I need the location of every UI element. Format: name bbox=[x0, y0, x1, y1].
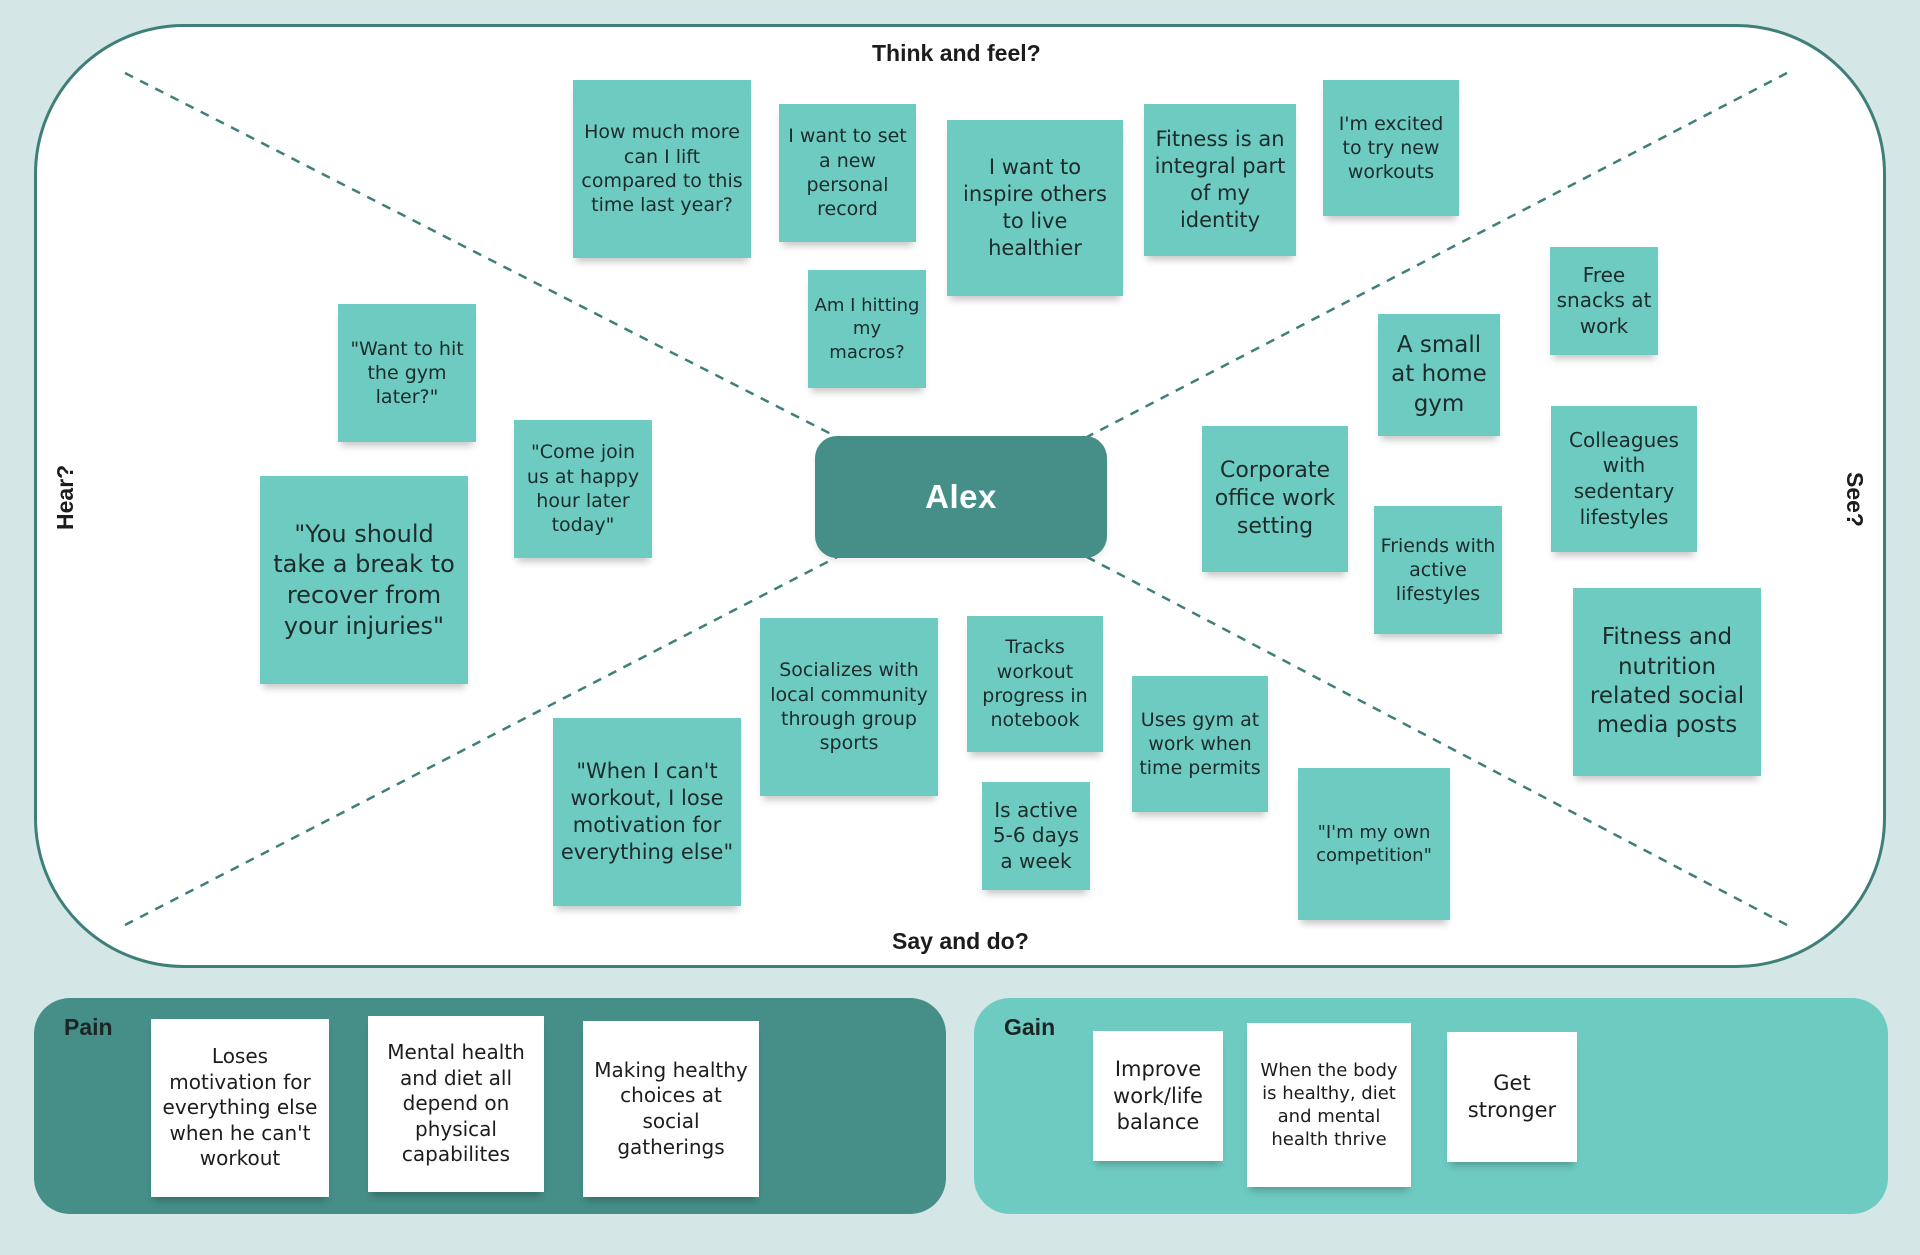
think-feel-note: How much more can I lift compared to thi… bbox=[573, 80, 751, 258]
hear-note: "You should take a break to recover from… bbox=[260, 476, 468, 684]
say-do-note: "I'm my own competition" bbox=[1298, 768, 1450, 920]
quadrant-divider-lines bbox=[124, 71, 1788, 927]
gain-title: Gain bbox=[1004, 1014, 1056, 1040]
gain-note: When the body is healthy, diet and menta… bbox=[1247, 1023, 1411, 1187]
gain-note: Improve work/life balance bbox=[1093, 1031, 1223, 1161]
say-do-note: "When I can't workout, I lose motivation… bbox=[553, 718, 741, 906]
think-feel-note: I want to inspire others to live healthi… bbox=[947, 120, 1123, 296]
say-do-label: Say and do? bbox=[892, 928, 1029, 954]
hear-note: "Want to hit the gym later?" bbox=[338, 304, 476, 442]
think-feel-note: I want to set a new personal record bbox=[779, 104, 916, 242]
see-note: A small at home gym bbox=[1378, 314, 1500, 436]
see-note: Friends with active lifestyles bbox=[1374, 506, 1502, 634]
see-note: Free snacks at work bbox=[1550, 247, 1658, 355]
say-do-note: Socializes with local community through … bbox=[760, 618, 938, 796]
think-feel-label: Think and feel? bbox=[872, 40, 1041, 66]
see-note: Fitness and nutrition related social med… bbox=[1573, 588, 1761, 776]
see-note: Corporate office work setting bbox=[1202, 426, 1348, 572]
see-label: See? bbox=[1842, 472, 1868, 527]
gain-note: Get stronger bbox=[1447, 1032, 1577, 1162]
say-do-note: Is active 5-6 days a week bbox=[982, 782, 1090, 890]
pain-title: Pain bbox=[64, 1014, 113, 1040]
think-feel-note: Am I hitting my macros? bbox=[808, 270, 926, 388]
hear-label: Hear? bbox=[52, 464, 78, 530]
say-do-note: Tracks workout progress in notebook bbox=[967, 616, 1103, 752]
say-do-note: Uses gym at work when time permits bbox=[1132, 676, 1268, 812]
persona-name: Alex bbox=[815, 436, 1107, 558]
pain-note: Mental health and diet all depend on phy… bbox=[368, 1016, 544, 1192]
think-feel-note: Fitness is an integral part of my identi… bbox=[1144, 104, 1296, 256]
think-feel-note: I'm excited to try new workouts bbox=[1323, 80, 1459, 216]
pain-note: Loses motivation for everything else whe… bbox=[151, 1019, 329, 1197]
hear-note: "Come join us at happy hour later today" bbox=[514, 420, 652, 558]
see-note: Colleagues with sedentary lifestyles bbox=[1551, 406, 1697, 552]
pain-note: Making healthy choices at social gatheri… bbox=[583, 1021, 759, 1197]
